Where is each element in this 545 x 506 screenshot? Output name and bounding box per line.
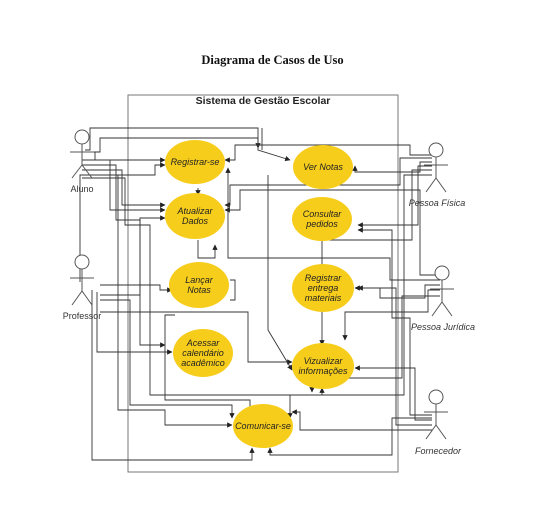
actor-label-fornecedor: Fornecedor bbox=[415, 446, 462, 456]
use-case-label: calendário bbox=[182, 348, 224, 358]
use-case-label: Acessar bbox=[186, 338, 221, 348]
connector bbox=[197, 240, 218, 259]
actors bbox=[70, 129, 454, 440]
connector bbox=[287, 174, 432, 419]
connector bbox=[85, 127, 291, 162]
connector bbox=[357, 227, 432, 416]
actor-label-pessoa-fisica: Pessoa Física bbox=[409, 198, 466, 208]
svg-text:Registrar-se: Registrar-se bbox=[171, 157, 220, 167]
use-case-label: entrega bbox=[308, 283, 339, 293]
connector bbox=[225, 167, 440, 281]
use-case-label: materiais bbox=[305, 293, 342, 303]
connector bbox=[82, 159, 166, 213]
connector bbox=[224, 189, 440, 276]
connector bbox=[357, 165, 432, 228]
system-boundary bbox=[127, 94, 399, 473]
use-case-ver-notas[interactable]: Ver Notas bbox=[293, 145, 353, 189]
actor-label-pessoa-juridica: Pessoa Jurídica bbox=[411, 322, 475, 332]
connector bbox=[291, 409, 432, 431]
use-case-label: Registrar-se bbox=[171, 157, 220, 167]
connector bbox=[164, 314, 251, 410]
connector bbox=[100, 215, 166, 296]
connector bbox=[267, 417, 432, 456]
connector bbox=[342, 289, 440, 341]
use-case-label: Comunicar-se bbox=[235, 421, 291, 431]
use-case-comunicar-se[interactable]: Comunicar-se bbox=[233, 404, 293, 448]
connector bbox=[100, 284, 173, 293]
use-case-registrar-se[interactable]: Registrar-se bbox=[165, 140, 225, 184]
connector bbox=[100, 299, 235, 419]
use-case-label: Dados bbox=[182, 216, 209, 226]
connector bbox=[319, 169, 432, 346]
actor-label-professor: Professor bbox=[63, 311, 102, 321]
use-case-label: acadêmico bbox=[181, 358, 225, 368]
actor-pessoa-fisica-icon bbox=[424, 142, 448, 193]
connector bbox=[267, 175, 293, 371]
use-case-label: Notas bbox=[187, 285, 211, 295]
svg-text:Comunicar-se: Comunicar-se bbox=[235, 421, 291, 431]
use-case-label: pedidos bbox=[305, 219, 338, 229]
connector bbox=[96, 292, 173, 355]
use-case-label: Lançar bbox=[185, 275, 214, 285]
use-case-label: informações bbox=[298, 366, 348, 376]
use-case-label: Ver Notas bbox=[303, 162, 343, 172]
system-label: Sistema de Gestão Escolar bbox=[196, 95, 331, 107]
connector bbox=[357, 285, 432, 426]
actor-fornecedor-icon bbox=[424, 389, 448, 440]
connector bbox=[79, 162, 166, 282]
connector bbox=[82, 151, 166, 163]
use-case-label: Consultar bbox=[303, 209, 343, 219]
connector bbox=[352, 161, 432, 173]
connector bbox=[91, 290, 255, 461]
actor-aluno-icon bbox=[70, 129, 94, 179]
actor-professor-icon bbox=[70, 254, 94, 306]
connector bbox=[82, 164, 166, 348]
actor-pessoa-juridica-icon bbox=[430, 265, 454, 317]
actor-label-aluno: Aluno bbox=[70, 184, 93, 194]
use-case-label: Vizualizar bbox=[304, 356, 344, 366]
use-case-label: Registrar bbox=[305, 273, 343, 283]
connector bbox=[224, 144, 432, 163]
connector bbox=[82, 169, 166, 208]
use-case-label: Atualizar bbox=[176, 206, 213, 216]
diagram-title: Diagrama de Casos de Uso bbox=[201, 53, 344, 67]
connector bbox=[354, 365, 432, 421]
connector bbox=[100, 311, 293, 365]
svg-text:Ver Notas: Ver Notas bbox=[303, 162, 343, 172]
connector bbox=[230, 279, 236, 301]
